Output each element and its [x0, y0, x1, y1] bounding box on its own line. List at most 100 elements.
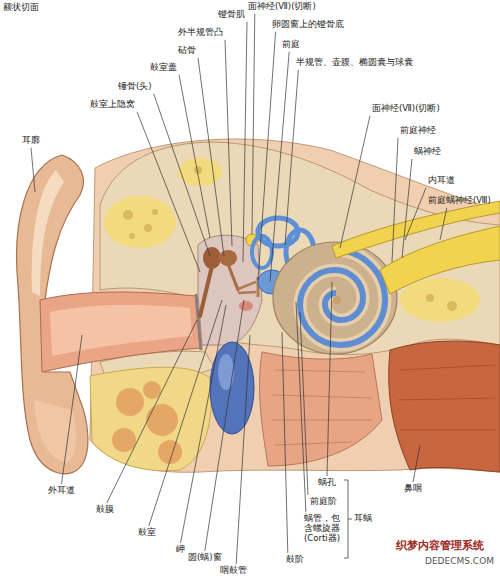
- ossicles: [228, 264, 238, 290]
- parotid-gland: [116, 388, 144, 416]
- jugular-vein: [218, 354, 234, 390]
- pharyngeal-muscle: [272, 420, 372, 421]
- nasopharynx: [400, 365, 495, 370]
- part-label: 耳廓: [22, 136, 40, 146]
- leader-line: [198, 58, 224, 256]
- bone-marrow: [400, 278, 480, 322]
- leader-line: [243, 22, 247, 262]
- part-label: 圆(蜗)窗: [188, 553, 222, 563]
- leader-line: [282, 332, 288, 553]
- leader-line: [225, 40, 232, 246]
- part-label: 鼓膜: [96, 505, 114, 515]
- part-label: 半规管、壶腹、椭圆囊与球囊: [296, 58, 413, 68]
- part-label: 外耳道: [48, 486, 75, 496]
- leader-line: [413, 445, 420, 482]
- cochlea: [273, 242, 397, 354]
- bone-marrow: [144, 224, 152, 232]
- diagram-title: 额状切面: [3, 2, 39, 12]
- part-label: 咽鼓管: [220, 566, 247, 576]
- leader-line: [149, 300, 222, 526]
- part-label: 前庭神经: [400, 126, 436, 136]
- part-label: 外半规管凸: [178, 28, 223, 38]
- leader-line: [285, 70, 298, 245]
- bone-marrow: [447, 301, 457, 311]
- bone-marrow: [426, 294, 434, 302]
- part-label: 鼓阶: [286, 555, 304, 565]
- part-label: 鼓室上隐窝: [90, 100, 135, 110]
- leader-line: [296, 302, 306, 512]
- ossicles: [238, 282, 256, 289]
- cochlea: [333, 296, 341, 304]
- bone-marrow: [178, 158, 222, 186]
- leader-line: [252, 14, 255, 234]
- cochlea: [300, 250, 385, 345]
- part-label: 岬: [176, 545, 185, 555]
- parotid-gland: [146, 404, 178, 436]
- leader-line: [405, 188, 426, 240]
- nasopharynx: [389, 341, 500, 472]
- leader-line: [340, 116, 370, 248]
- semicircular-canals: [252, 236, 272, 268]
- part-label: 面神经(Ⅶ)(切断): [248, 2, 316, 12]
- part-label: 蜗孔: [318, 478, 336, 488]
- ossicles: [200, 266, 212, 316]
- leader-line: [107, 320, 197, 503]
- ossicles: [200, 247, 258, 316]
- auricle-lobule: [34, 400, 76, 462]
- parotid-gland: [90, 367, 211, 471]
- bone-marrow: [123, 210, 133, 220]
- part-label: 面神经(Ⅶ)(切断): [372, 104, 440, 114]
- part-label: 前庭: [282, 40, 300, 50]
- bone-marrow: [152, 209, 158, 215]
- bone-marrow: [129, 233, 135, 239]
- leader-line: [205, 300, 244, 551]
- pharyngeal-muscle: [272, 395, 372, 398]
- pharyngeal-muscle: [260, 352, 382, 466]
- pharyngeal-muscle: [275, 370, 365, 372]
- part-label: 鼓室盖: [150, 63, 177, 73]
- ossicles: [238, 292, 256, 293]
- part-label: 前庭蜗神经(Ⅷ): [428, 196, 491, 206]
- part-label: 卵圆窗上的镫骨底: [272, 20, 344, 30]
- part-label: 镫骨肌: [218, 10, 245, 20]
- leader-line: [31, 148, 35, 192]
- leader-line: [137, 112, 200, 272]
- pharyngeal-muscle: [275, 442, 352, 445]
- leader-line: [270, 52, 289, 282]
- nasopharynx: [400, 430, 495, 431]
- nasopharynx: [398, 398, 495, 400]
- leader-line: [181, 305, 227, 543]
- auricle-cartilage: [32, 170, 64, 296]
- canal-lining: [50, 305, 192, 356]
- part-label: 蜗管，包含螺旋器(Corti器): [304, 514, 342, 543]
- external-canal: [40, 292, 200, 372]
- leader-line: [236, 335, 250, 564]
- leader-line: [402, 159, 412, 258]
- part-label: 蜗神经: [414, 147, 441, 157]
- parotid-gland: [90, 367, 211, 471]
- part-label: 耳蜗: [354, 514, 372, 524]
- cochlea-bracket: [344, 480, 352, 558]
- watermark-text: 织梦内容管理系统: [396, 540, 484, 553]
- pharyngeal-muscle: [260, 352, 382, 466]
- leader-line: [62, 335, 83, 484]
- cochlea: [300, 250, 385, 345]
- leader-line: [179, 75, 210, 238]
- watermark-text: DEDECMS.COM: [425, 556, 494, 566]
- part-label: 鼻咽: [404, 484, 422, 494]
- stapedius-muscle: [239, 301, 253, 311]
- part-label: 鼓室: [138, 528, 156, 538]
- part-label: 前庭阶: [310, 497, 337, 507]
- part-label: 内耳道: [428, 176, 455, 186]
- part-label: 锤骨(头): [118, 82, 152, 92]
- leader-line: [327, 282, 332, 476]
- leader-line: [440, 208, 447, 240]
- nasopharynx: [389, 341, 500, 472]
- parotid-gland: [143, 381, 161, 399]
- parotid-gland: [112, 428, 136, 452]
- part-label: 砧骨: [178, 46, 196, 56]
- bone-marrow: [104, 196, 176, 248]
